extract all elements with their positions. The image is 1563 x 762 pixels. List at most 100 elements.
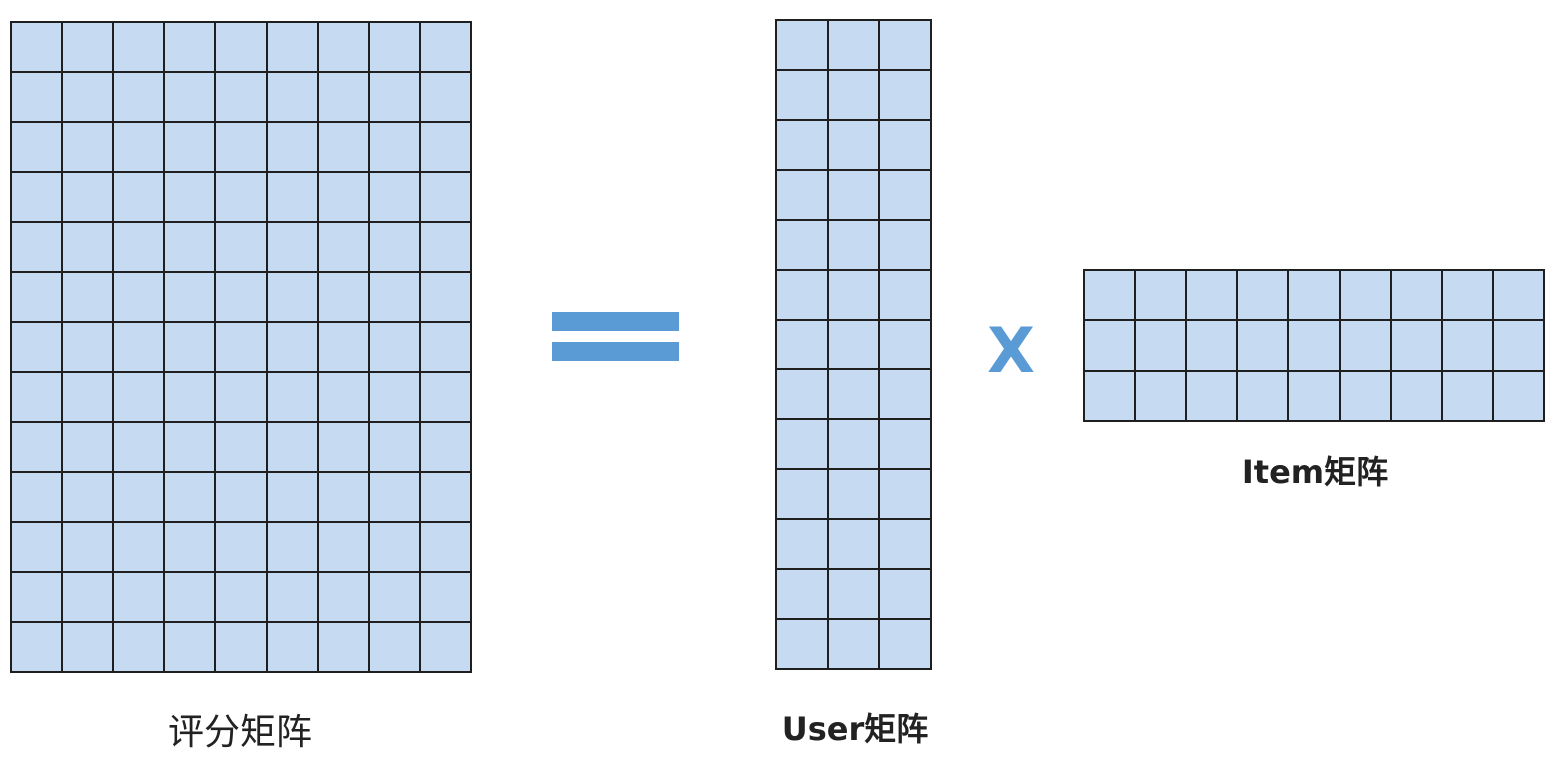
matrix-cell — [114, 123, 164, 171]
matrix-cell — [828, 420, 879, 469]
matrix-cell — [828, 120, 879, 169]
matrix-cell — [828, 520, 879, 569]
matrix-cell — [12, 123, 62, 171]
multiply-sign: X — [987, 318, 1035, 378]
matrix-cell — [318, 23, 368, 71]
matrix-cell — [1442, 271, 1492, 320]
matrix-cell — [318, 423, 368, 471]
matrix-cell — [63, 423, 113, 471]
matrix-cell — [63, 373, 113, 421]
matrix-cell — [828, 21, 879, 69]
matrix-cell — [216, 473, 266, 521]
matrix-cell — [880, 370, 930, 419]
matrix-cell — [318, 173, 368, 221]
matrix-cell — [777, 70, 827, 119]
matrix-cell — [12, 423, 62, 471]
matrix-cell — [1136, 371, 1186, 420]
matrix-cell — [420, 523, 470, 571]
matrix-cell — [267, 323, 317, 371]
matrix-cell — [880, 270, 930, 319]
matrix-cell — [318, 573, 368, 621]
matrix-cell — [369, 223, 419, 271]
matrix-cell — [267, 473, 317, 521]
matrix-cell — [165, 173, 215, 221]
matrix-cell — [12, 273, 62, 321]
matrix-cell — [369, 473, 419, 521]
matrix-cell — [777, 220, 827, 269]
matrix-cell — [318, 223, 368, 271]
matrix-cell — [12, 573, 62, 621]
matrix-cell — [880, 570, 930, 619]
matrix-cell — [880, 220, 930, 269]
matrix-cell — [420, 23, 470, 71]
matrix-cell — [216, 73, 266, 121]
matrix-cell — [1442, 371, 1492, 420]
matrix-cell — [267, 623, 317, 671]
user-matrix — [775, 19, 932, 670]
equals-icon — [552, 312, 679, 362]
matrix-cell — [828, 370, 879, 419]
matrix-cell — [12, 173, 62, 221]
matrix-cell — [216, 523, 266, 571]
matrix-cell — [114, 423, 164, 471]
matrix-cell — [1493, 271, 1543, 320]
matrix-cell — [369, 523, 419, 571]
matrix-cell — [114, 573, 164, 621]
matrix-cell — [420, 473, 470, 521]
matrix-cell — [1289, 371, 1339, 420]
matrix-cell — [1289, 321, 1339, 370]
matrix-cell — [165, 323, 215, 371]
matrix-cell — [63, 123, 113, 171]
matrix-cell — [63, 23, 113, 71]
matrix-cell — [216, 23, 266, 71]
matrix-cell — [1340, 321, 1390, 370]
matrix-cell — [216, 223, 266, 271]
matrix-cell — [828, 470, 879, 519]
matrix-cell — [267, 573, 317, 621]
matrix-cell — [880, 620, 930, 668]
matrix-cell — [12, 523, 62, 571]
matrix-cell — [420, 373, 470, 421]
matrix-cell — [880, 320, 930, 369]
matrix-cell — [165, 523, 215, 571]
matrix-cell — [318, 523, 368, 571]
matrix-cell — [369, 323, 419, 371]
matrix-cell — [369, 373, 419, 421]
matrix-cell — [369, 423, 419, 471]
matrix-cell — [777, 270, 827, 319]
matrix-cell — [114, 223, 164, 271]
matrix-cell — [114, 273, 164, 321]
matrix-cell — [165, 273, 215, 321]
matrix-cell — [1187, 321, 1237, 370]
matrix-cell — [216, 423, 266, 471]
matrix-cell — [216, 623, 266, 671]
matrix-cell — [1136, 271, 1186, 320]
matrix-cell — [777, 120, 827, 169]
matrix-cell — [880, 70, 930, 119]
matrix-cell — [880, 420, 930, 469]
matrix-cell — [165, 423, 215, 471]
matrix-cell — [777, 570, 827, 619]
matrix-cell — [420, 423, 470, 471]
equals-bar-top — [552, 312, 679, 331]
matrix-cell — [63, 73, 113, 121]
matrix-cell — [318, 373, 368, 421]
matrix-cell — [267, 173, 317, 221]
matrix-cell — [165, 223, 215, 271]
matrix-cell — [1493, 371, 1543, 420]
matrix-cell — [63, 473, 113, 521]
matrix-cell — [828, 220, 879, 269]
matrix-cell — [1085, 371, 1135, 420]
matrix-cell — [1340, 271, 1390, 320]
matrix-cell — [267, 73, 317, 121]
matrix-cell — [12, 473, 62, 521]
matrix-cell — [777, 170, 827, 219]
matrix-cell — [1085, 271, 1135, 320]
matrix-cell — [369, 623, 419, 671]
matrix-cell — [1085, 321, 1135, 370]
matrix-cell — [12, 223, 62, 271]
matrix-cell — [12, 23, 62, 71]
matrix-cell — [828, 620, 879, 668]
matrix-cell — [369, 23, 419, 71]
matrix-cell — [1391, 321, 1441, 370]
